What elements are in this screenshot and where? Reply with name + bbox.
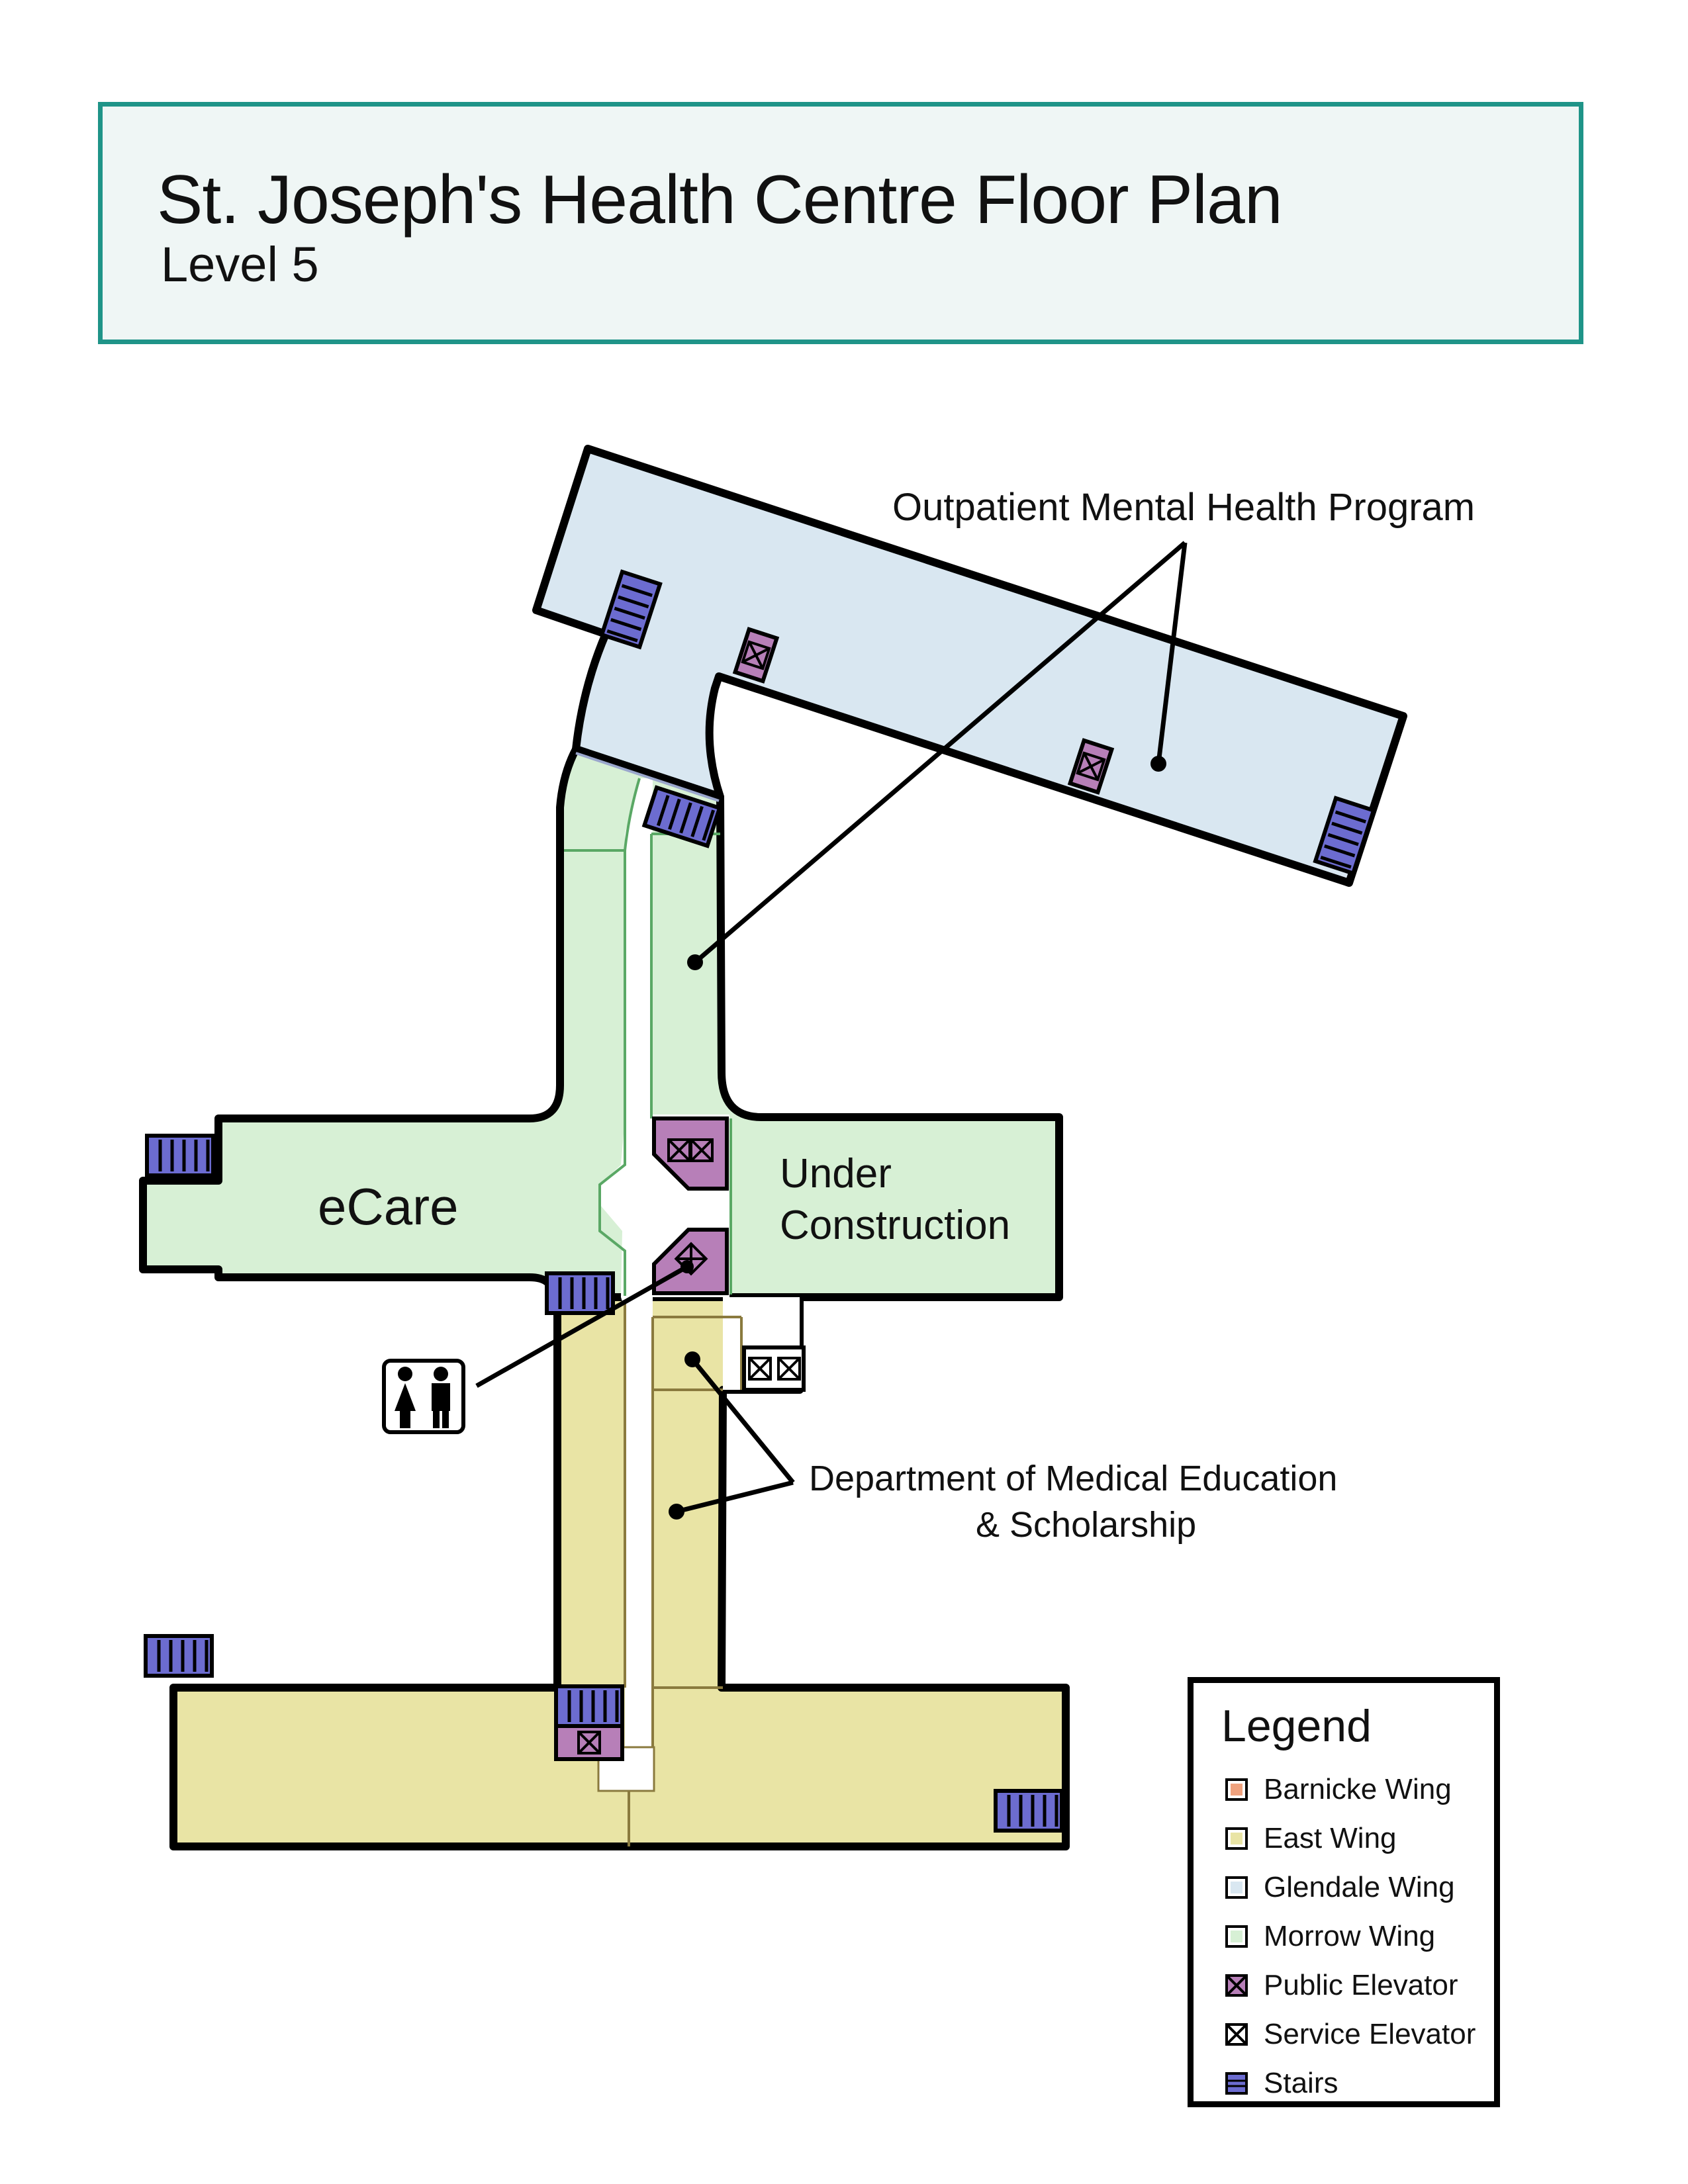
stairs-icon (996, 1791, 1062, 1831)
east-swatch (1225, 1827, 1248, 1850)
stairs-icon (556, 1686, 622, 1726)
glendale-morrow-divider (575, 752, 720, 802)
outpatient-leader (693, 541, 1188, 964)
under-construction-label-2: Construction (780, 1203, 1010, 1248)
legend-item: East Wing (1225, 1814, 1476, 1863)
morrow-line-3 (624, 778, 641, 851)
legend-list: Barnicke Wing East Wing Glendale Wing Mo… (1225, 1765, 1476, 2108)
service-elevator-icon (742, 1345, 806, 1392)
legend: Legend Barnicke Wing East Wing Glendale … (1188, 1677, 1500, 2107)
legend-item: Stairs (1225, 2059, 1476, 2108)
legend-item: Barnicke Wing (1225, 1765, 1476, 1814)
morrow-line-2 (598, 850, 626, 1296)
under-construction-label-1: Under (780, 1151, 892, 1197)
title-box: St. Joseph's Health Centre Floor Plan Le… (98, 102, 1583, 344)
legend-item: Service Elevator (1225, 2010, 1476, 2059)
washroom-leader (475, 1260, 694, 1388)
morrow-wing-area (139, 745, 1063, 1301)
public-elevator-icon (1225, 1974, 1248, 1997)
stairs-icon (1225, 2072, 1248, 2095)
public-elevator-icon (732, 627, 780, 684)
legend-item: Public Elevator (1225, 1961, 1476, 2010)
dme-label-2: & Scholarship (976, 1505, 1196, 1545)
service-elevator-icon (1225, 2023, 1248, 2046)
legend-item: Glendale Wing (1225, 1863, 1476, 1912)
outpatient-marker (1150, 756, 1166, 772)
dme-marker (669, 1504, 684, 1520)
barnicke-swatch (1225, 1778, 1248, 1801)
ecare-label: eCare (318, 1177, 458, 1236)
level-label: Level 5 (161, 237, 319, 292)
stairs-icon (547, 1273, 613, 1313)
outpatient-marker (687, 954, 703, 970)
dme-marker (684, 1351, 700, 1367)
legend-item: Morrow Wing (1225, 1912, 1476, 1961)
glendale-swatch (1225, 1876, 1248, 1899)
page-title: St. Joseph's Health Centre Floor Plan (157, 161, 1283, 238)
dme-leader (676, 1357, 795, 1514)
dme-label-1: Department of Medical Education (809, 1459, 1337, 1498)
washroom-icon (382, 1359, 465, 1434)
stairs-icon (146, 1636, 212, 1676)
legend-title: Legend (1221, 1701, 1372, 1751)
stairs-icon (147, 1136, 213, 1175)
public-elevator-icon (1067, 738, 1115, 795)
outpatient-label: Outpatient Mental Health Program (892, 486, 1475, 529)
morrow-swatch (1225, 1925, 1248, 1948)
